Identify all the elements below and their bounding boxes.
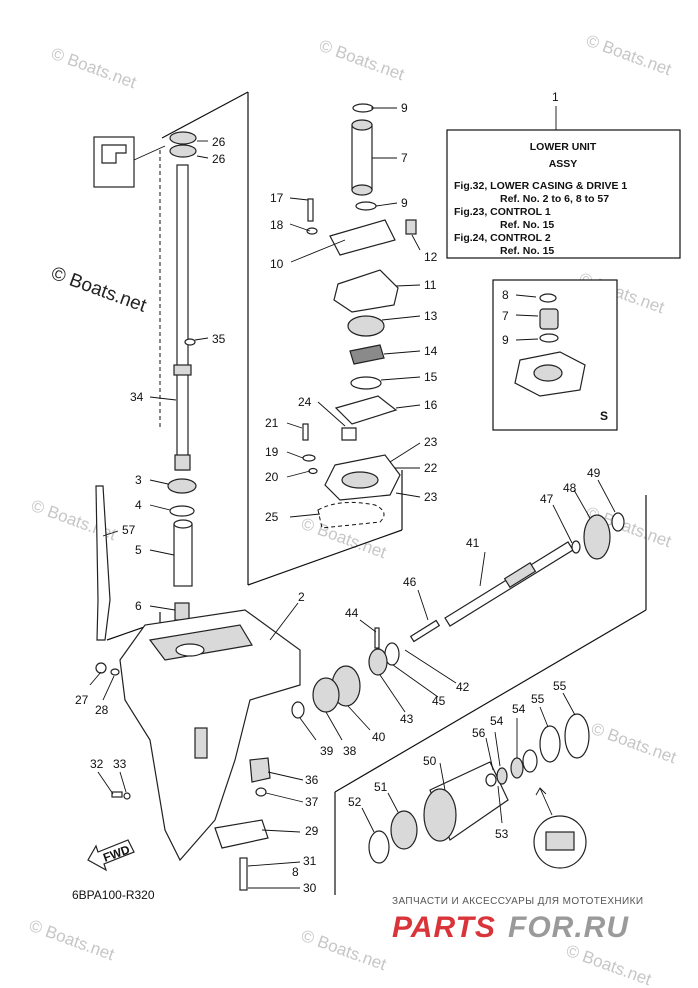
watermark: © Boats.net bbox=[27, 916, 117, 964]
info-box-title: LOWER UNIT bbox=[530, 141, 597, 153]
info-box: LOWER UNIT ASSY Fig.32, LOWER CASING & D… bbox=[446, 106, 681, 259]
callout: 44 bbox=[345, 606, 359, 620]
info-box-ref-c: Ref. No. 15 bbox=[500, 245, 554, 257]
callout: 12 bbox=[424, 250, 438, 264]
footer-branding: ЗАПЧАСТИ И АКСЕССУАРЫ ДЛЯ МОТОТЕХНИКИ PA… bbox=[392, 896, 643, 944]
callout: 26 bbox=[212, 135, 226, 149]
fwd-arrow: FWD bbox=[87, 839, 135, 872]
callout: 7 bbox=[401, 151, 408, 165]
callout: 10 bbox=[270, 257, 284, 271]
fwd-label: FWD bbox=[101, 842, 132, 865]
callout: 54 bbox=[490, 714, 504, 728]
callout: 51 bbox=[374, 780, 388, 794]
callout: 9 bbox=[401, 101, 408, 115]
callout: 4 bbox=[135, 498, 142, 512]
callout: 35 bbox=[212, 332, 226, 346]
callout: 32 bbox=[90, 757, 104, 771]
callout: 24 bbox=[298, 395, 312, 409]
callout: 31 bbox=[303, 854, 317, 868]
callout: 29 bbox=[305, 824, 319, 838]
watermark: © Boats.net bbox=[589, 719, 679, 767]
watermark: © Boats.net bbox=[564, 941, 654, 988]
info-box-fig23: Fig.23, CONTROL 1 bbox=[454, 206, 551, 218]
diagram-reference: 6BPA100-R320 bbox=[72, 888, 155, 902]
callout: 9 bbox=[401, 196, 408, 210]
callout: 43 bbox=[400, 712, 414, 726]
callout: 39 bbox=[320, 744, 334, 758]
info-box-subtitle: ASSY bbox=[549, 158, 578, 170]
callout: 27 bbox=[75, 693, 89, 707]
callout: 16 bbox=[424, 398, 438, 412]
callout: 38 bbox=[343, 744, 357, 758]
inset-label: S bbox=[600, 409, 608, 423]
callout: 55 bbox=[553, 679, 567, 693]
watermark: © Boats.net bbox=[299, 514, 389, 562]
callout: 1 bbox=[552, 90, 559, 104]
watermark: © Boats.net bbox=[317, 36, 407, 84]
callout: 55 bbox=[531, 692, 545, 706]
footer-tagline: ЗАПЧАСТИ И АКСЕССУАРЫ ДЛЯ МОТОТЕХНИКИ bbox=[392, 896, 643, 907]
inset-box: S bbox=[492, 279, 618, 431]
callout: 22 bbox=[424, 461, 438, 475]
callout: 6 bbox=[135, 599, 142, 613]
callout: 3 bbox=[135, 473, 142, 487]
callout: 53 bbox=[495, 827, 509, 841]
callout: 34 bbox=[130, 390, 144, 404]
callout: 8 bbox=[292, 865, 299, 879]
callout: 5 bbox=[135, 543, 142, 557]
callout: 57 bbox=[122, 523, 136, 537]
callout: 15 bbox=[424, 370, 438, 384]
propeller-shaft-parts bbox=[291, 512, 625, 869]
callout: 37 bbox=[305, 795, 319, 809]
callout: 13 bbox=[424, 309, 438, 323]
callout: 52 bbox=[348, 795, 362, 809]
callout: 48 bbox=[563, 481, 577, 495]
logo-for-ru: FOR.RU bbox=[508, 911, 629, 944]
callout: 28 bbox=[95, 703, 109, 717]
info-box-fig32: Fig.32, LOWER CASING & DRIVE 1 bbox=[454, 180, 627, 192]
watermark: © Boats.net bbox=[49, 44, 139, 92]
callout: 11 bbox=[424, 278, 437, 292]
callout: 23 bbox=[424, 490, 438, 504]
logo-parts: PARTS bbox=[392, 911, 496, 944]
watermark: © Boats.net bbox=[299, 926, 389, 974]
callout: 56 bbox=[472, 726, 486, 740]
info-box-fig24: Fig.24, CONTROL 2 bbox=[454, 232, 551, 244]
watermark-large: © Boats.net bbox=[48, 263, 149, 317]
lower-casing bbox=[95, 609, 301, 891]
callout: 14 bbox=[424, 344, 438, 358]
callout: 45 bbox=[432, 694, 446, 708]
info-box-ref-a: Ref. No. 2 to 6, 8 to 57 bbox=[500, 193, 609, 205]
callouts: 1 2 3 4 5 6 7 8 9 9 10 11 12 13 14 15 16… bbox=[75, 90, 601, 895]
callout: 26 bbox=[212, 152, 226, 166]
callout: 2 bbox=[298, 590, 305, 604]
callout: 33 bbox=[113, 757, 127, 771]
callout: 41 bbox=[466, 536, 480, 550]
callout: 54 bbox=[512, 702, 526, 716]
callout: 30 bbox=[303, 881, 317, 895]
callout: 46 bbox=[403, 575, 417, 589]
callout: 17 bbox=[270, 191, 284, 205]
watermark: © Boats.net bbox=[584, 31, 674, 79]
callout: 42 bbox=[456, 680, 470, 694]
callout: 50 bbox=[423, 754, 437, 768]
water-pump-parts bbox=[302, 103, 417, 529]
callout: 25 bbox=[265, 510, 279, 524]
callout: 21 bbox=[265, 416, 279, 430]
drive-shaft-parts bbox=[93, 131, 197, 641]
callout: 47 bbox=[540, 492, 554, 506]
callout: 23 bbox=[424, 435, 438, 449]
callout: 49 bbox=[587, 466, 601, 480]
callout: 36 bbox=[305, 773, 319, 787]
info-box-ref-b: Ref. No. 15 bbox=[500, 219, 554, 231]
callout: 9 bbox=[502, 333, 509, 347]
callout: 18 bbox=[270, 218, 284, 232]
callout: 40 bbox=[372, 730, 386, 744]
leader-lines bbox=[89, 107, 616, 889]
callout: 7 bbox=[502, 309, 509, 323]
callout: 20 bbox=[265, 470, 279, 484]
callout: 8 bbox=[502, 288, 509, 302]
callout: 19 bbox=[265, 445, 279, 459]
